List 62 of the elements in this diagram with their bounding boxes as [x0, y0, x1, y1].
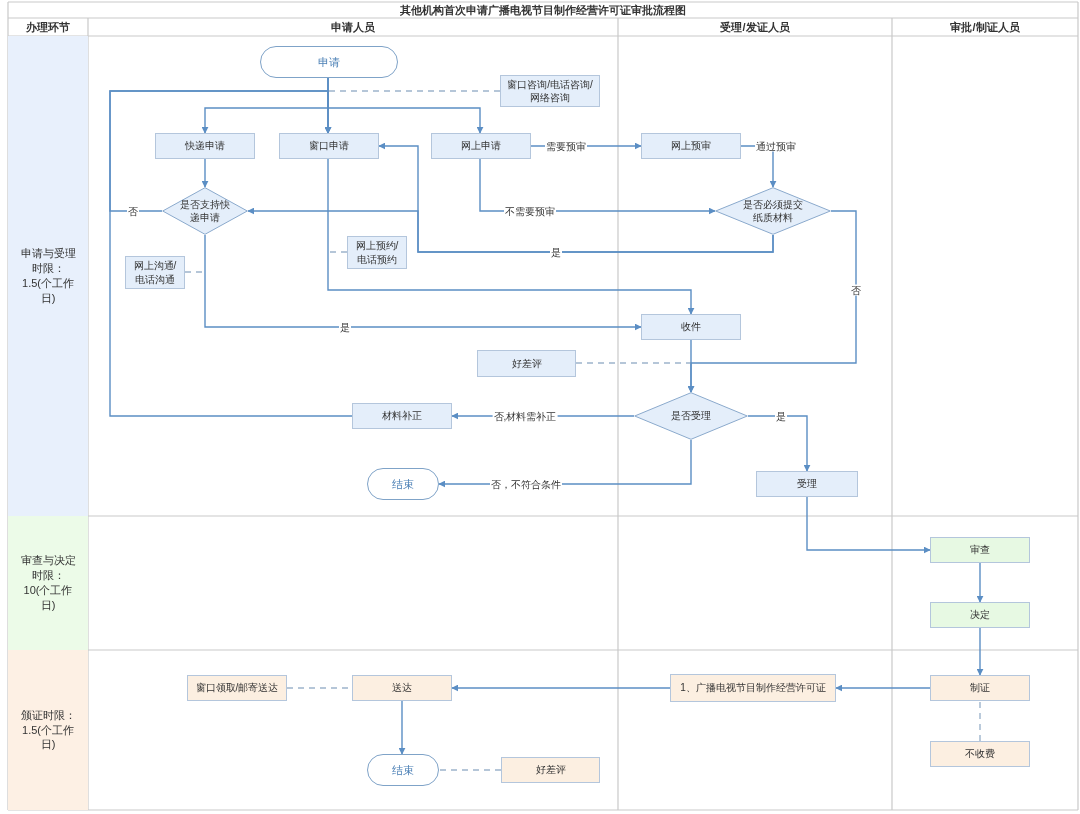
arrow: [976, 627, 984, 676]
document-box: 1、广播电视节目制作经营许可证: [670, 674, 836, 702]
decision-diamond: 是否受理: [634, 392, 748, 440]
end-terminal: 结束: [367, 754, 439, 786]
arrow: [327, 158, 695, 315]
edge-label: 是: [339, 321, 351, 333]
process-box: 窗口申请: [279, 133, 379, 159]
column-header: 申请人员: [330, 19, 376, 35]
process-box: 受理: [756, 471, 858, 497]
edge-label: 否: [127, 205, 139, 217]
arrow: [109, 90, 332, 212]
process-box: 收件: [641, 314, 741, 340]
edge-label: 是: [550, 246, 562, 258]
arrow: [398, 700, 406, 755]
column-header: 审批/制证人员: [949, 19, 1021, 35]
note-box: 窗口咨询/电话咨询/网络咨询: [500, 75, 600, 107]
note-box: 窗口领取/邮寄送达: [187, 675, 287, 701]
process-box: 网上预审: [641, 133, 741, 159]
process-box: 送达: [352, 675, 452, 701]
edge-label: 是: [775, 410, 787, 422]
phase-band: 审查与决定时限：10(个工作日): [8, 516, 88, 650]
edge-label: 需要预审: [545, 140, 587, 152]
note-box: 不收费: [930, 741, 1030, 767]
arrow: [327, 77, 484, 134]
edge-label: 否，不符合条件: [490, 478, 562, 490]
arrow: [976, 562, 984, 603]
process-box: 材料补正: [352, 403, 452, 429]
column-header: 受理/发证人员: [719, 19, 791, 35]
process-box: 制证: [930, 675, 1030, 701]
process-box: 决定: [930, 602, 1030, 628]
note-box: 网上预约/电话预约: [347, 236, 407, 269]
arrow: [835, 684, 931, 692]
arrow: [687, 339, 695, 393]
decision-diamond: 是否支持快递申请: [162, 187, 248, 235]
end-terminal: 结束: [367, 468, 439, 500]
phase-band: 颁证时限：1.5(个工作日): [8, 650, 88, 810]
leader-line: [327, 251, 348, 253]
edge-label: 否: [850, 284, 862, 296]
edge-label: 不需要预审: [504, 205, 556, 217]
arrow: [747, 415, 811, 472]
column-header: 办理环节: [25, 19, 71, 35]
edge-label: 否,材料需补正: [492, 410, 558, 422]
note-box: 好差评: [501, 757, 600, 783]
arrow: [204, 234, 642, 331]
leader-line: [438, 769, 502, 771]
edge-label: 通过预审: [755, 140, 797, 152]
note-box: 好差评: [477, 350, 576, 377]
phase-band: 申请与受理时限：1.5(个工作日): [8, 36, 88, 516]
decision-diamond: 是否必须提交纸质材料: [715, 187, 831, 235]
process-box: 网上申请: [431, 133, 531, 159]
arrow: [451, 684, 671, 692]
process-box: 审查: [930, 537, 1030, 563]
title: 其他机构首次申请广播电视节目制作经营许可证审批流程图: [399, 2, 687, 18]
process-box: 快递申请: [155, 133, 255, 159]
arrow: [247, 207, 774, 253]
leader-line: [979, 700, 981, 742]
leader-line: [327, 90, 501, 92]
start-terminal: 申请: [260, 46, 398, 78]
arrow: [201, 158, 209, 188]
note-box: 网上沟通/电话沟通: [125, 256, 185, 289]
leader-line: [575, 362, 692, 364]
arrow: [806, 496, 931, 554]
